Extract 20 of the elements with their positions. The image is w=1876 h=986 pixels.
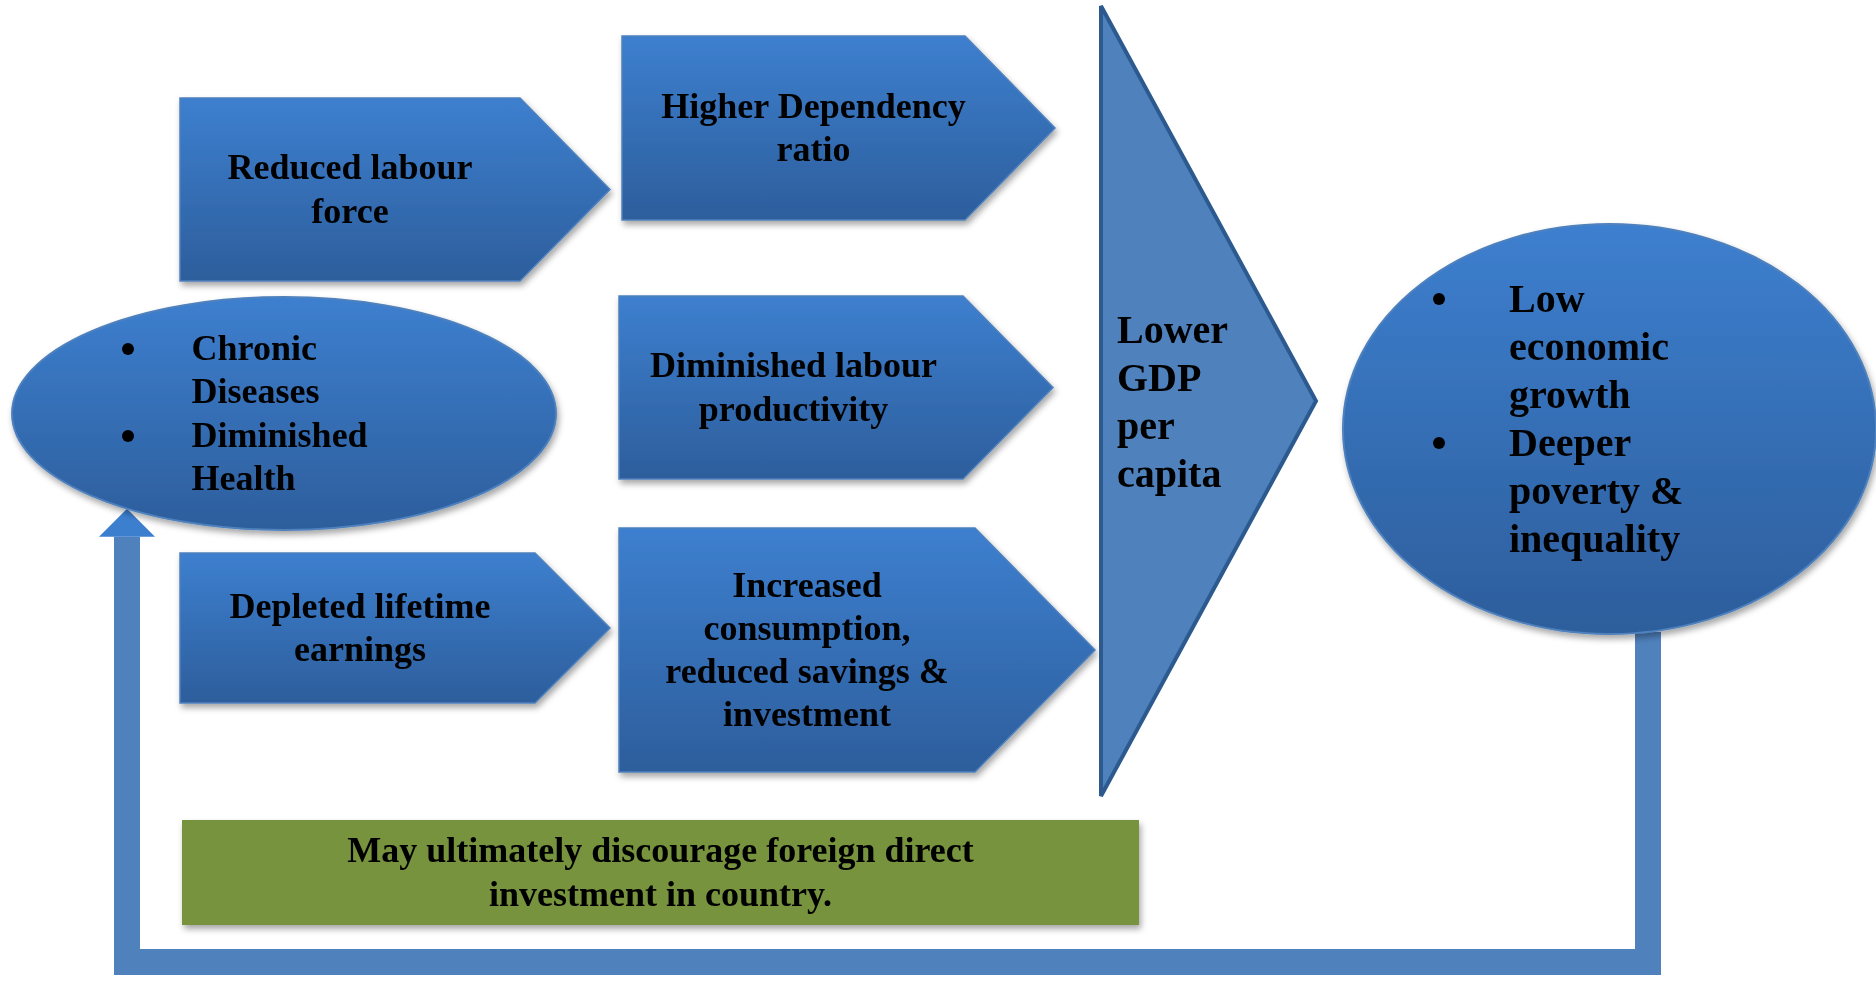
node-label: Diminished labour productivity: [648, 344, 939, 431]
node-label: May ultimately discourage foreign direct investment in country.: [346, 829, 975, 916]
pentagon-arrow-box: [180, 98, 610, 281]
node-label: Increased consumption, reduced savings & investment: [664, 563, 950, 737]
node-label: Depleted lifetime earnings: [228, 584, 492, 671]
bullet-item: Deeper poverty & inequality: [1509, 419, 1685, 563]
loop-arrow: [99, 508, 1661, 975]
node-label: Reduced labour force: [226, 146, 474, 233]
note-box: [182, 820, 1139, 925]
pentagon-arrow-box: [619, 528, 1095, 772]
pentagon-arrow-box: [622, 36, 1055, 220]
bullet-item: Low economic growth: [1509, 275, 1670, 419]
pentagon-arrow-box: [180, 553, 610, 703]
ellipse-node: [12, 297, 556, 530]
node-label: Lower GDP per capita: [1117, 306, 1229, 498]
triangle-arrow: [1101, 6, 1316, 796]
pentagon-arrow-box: [619, 296, 1053, 479]
bullet-item: Diminished Health: [191, 413, 369, 500]
bullet-item: Chronic Diseases: [191, 327, 321, 414]
node-label: Higher Dependency ratio: [660, 84, 967, 171]
